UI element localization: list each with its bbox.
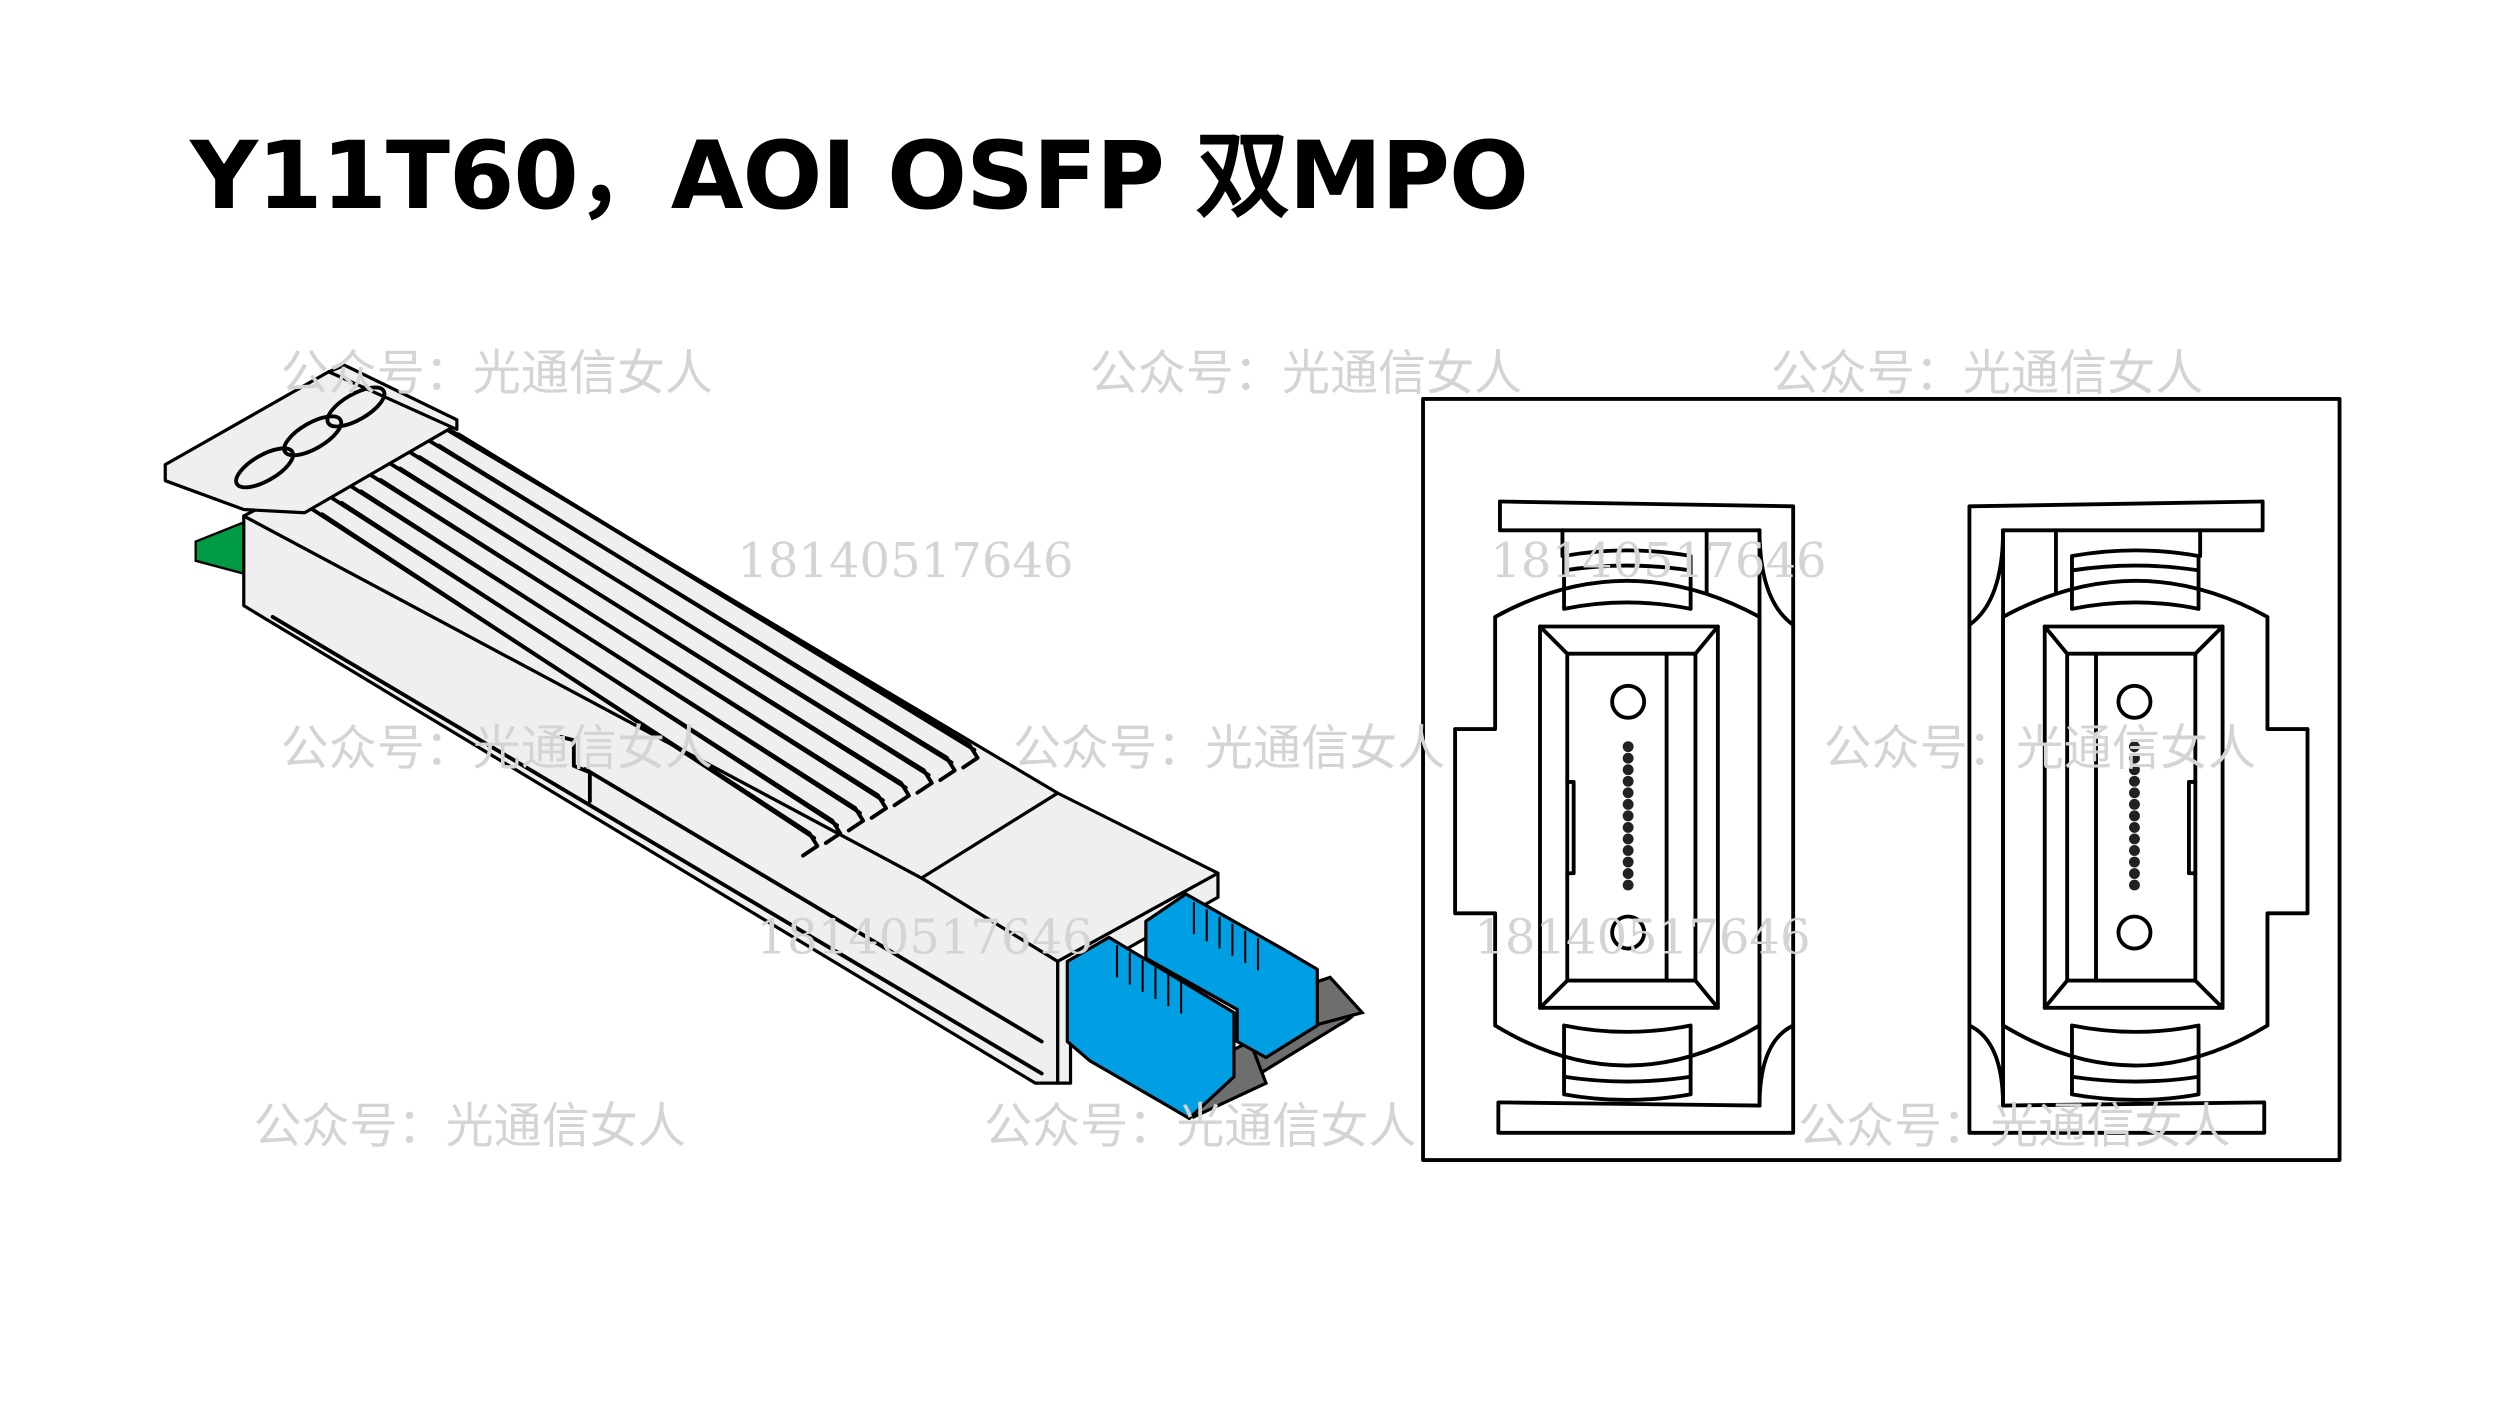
- watermark-text: 公众号：光通信女人: [253, 1098, 685, 1154]
- watermarks: 公众号：光通信女人 公众号：光通信女人 公众号：光通信女人 公众号：光通信女人 …: [253, 345, 2256, 1154]
- pcb-edge: [194, 520, 245, 576]
- pull-latch: [163, 363, 459, 515]
- port-outline: [1967, 1023, 2005, 1108]
- fiber-pin: [2129, 775, 2140, 787]
- port-outline: [1967, 528, 2005, 627]
- watermark-text: 公众号：光通信女人: [281, 345, 713, 401]
- fiber-pin: [1622, 856, 1634, 868]
- port-outline: [2042, 624, 2225, 1010]
- fiber-pin: [2129, 764, 2140, 776]
- fiber-pin: [1622, 752, 1634, 764]
- guide-hole: [1610, 683, 1647, 720]
- watermark-text: 公众号：光通信女人: [281, 720, 713, 776]
- fiber-pin: [1622, 879, 1634, 891]
- fiber-pin: [1622, 798, 1634, 810]
- page-title: Y11T60，AOI OSFP 双MPO: [190, 122, 1529, 231]
- port-outline: [2070, 548, 2201, 611]
- port-outline: [1967, 499, 2267, 1135]
- port-outline: [1757, 1023, 1796, 1108]
- watermark-phone: 18140517646: [737, 533, 1073, 589]
- fiber-pin: [1622, 775, 1634, 787]
- fiber-pin: [1622, 741, 1634, 753]
- fiber-pin: [1622, 833, 1634, 845]
- port-outline: [1562, 548, 1693, 611]
- heatsink-fin-edge: [437, 443, 954, 765]
- ferrule-housing: [1538, 624, 1720, 1010]
- port-outline: [1562, 1023, 1693, 1102]
- fiber-pin: [2129, 752, 2140, 764]
- watermark-text: 公众号：光通信女人: [1013, 720, 1445, 776]
- port-outline: [1538, 624, 1720, 1010]
- port-outline: [2001, 579, 2310, 1068]
- mpo-port-left: [1453, 499, 1796, 1135]
- fiber-pin: [2129, 810, 2140, 822]
- ferrule-housing: [2042, 624, 2225, 1010]
- heatsink-fins: [310, 427, 980, 858]
- watermark-phone: 18140517646: [1474, 909, 1810, 965]
- fiber-pin: [2129, 845, 2140, 856]
- port-outline: [2001, 499, 2265, 533]
- fiber-pin: [1622, 821, 1634, 833]
- front-view-panel: [1421, 397, 2342, 1162]
- port-outline: [2054, 528, 2203, 595]
- fiber-pin: [1622, 787, 1634, 799]
- port-outline: [1498, 499, 1762, 533]
- port-outline: [2187, 779, 2198, 876]
- watermark-text: 公众号：光通信女人: [1824, 720, 2256, 776]
- mpo-connector-front: [1065, 935, 1236, 1120]
- port-outline: [1453, 579, 1762, 1068]
- fiber-pin: [2129, 868, 2140, 880]
- mpo-connector-rear: [1144, 892, 1319, 1060]
- port-outline: [1562, 563, 1693, 573]
- watermark-phone: 18140517646: [1490, 533, 1826, 589]
- mpo-port-right: [1967, 499, 2310, 1135]
- guide-hole: [2116, 683, 2153, 720]
- fiber-pin: [2129, 833, 2140, 845]
- heatsink-fin-edge: [378, 478, 885, 803]
- fiber-pin: [1622, 764, 1634, 776]
- heatsink-fin-edge: [339, 500, 839, 828]
- heatsink-fin-edge: [456, 432, 977, 752]
- watermark-text: 公众号：光通信女人: [1798, 1098, 2230, 1154]
- osfp-module-illustration: [163, 363, 1366, 1120]
- fiber-pin: [2129, 856, 2140, 868]
- heatsink-fin-edge: [398, 466, 908, 790]
- port-outline: [1496, 499, 1796, 1135]
- port-outline: [1565, 779, 1576, 876]
- fiber-pin: [2129, 798, 2140, 810]
- guide-hole: [1610, 914, 1647, 951]
- port-outline: [2070, 1023, 2201, 1102]
- heatsink-fin-edge: [359, 489, 862, 815]
- port-outline: [2070, 563, 2201, 573]
- port-outline: [1562, 1074, 1693, 1084]
- fiber-pin: [2129, 787, 2140, 799]
- fiber-pin: [1622, 845, 1634, 856]
- watermark-text: 公众号：光通信女人: [984, 1098, 1416, 1154]
- fiber-pin: [1622, 868, 1634, 880]
- fiber-pin: [2129, 879, 2140, 891]
- fiber-pin: [2129, 741, 2140, 753]
- fiber-pin: [2129, 821, 2140, 833]
- guide-hole: [2116, 914, 2153, 951]
- heatsink-fin-edge: [417, 455, 931, 777]
- port-outline: [2070, 1074, 2201, 1084]
- heatsink-fin-edge: [320, 512, 817, 840]
- fiber-pin: [1622, 810, 1634, 822]
- watermark-text: 公众号：光通信女人: [1771, 345, 2203, 401]
- port-outline: [1560, 528, 1709, 595]
- watermark-text: 公众号：光通信女人: [1090, 345, 1522, 401]
- watermark-phone: 18140517646: [756, 909, 1092, 965]
